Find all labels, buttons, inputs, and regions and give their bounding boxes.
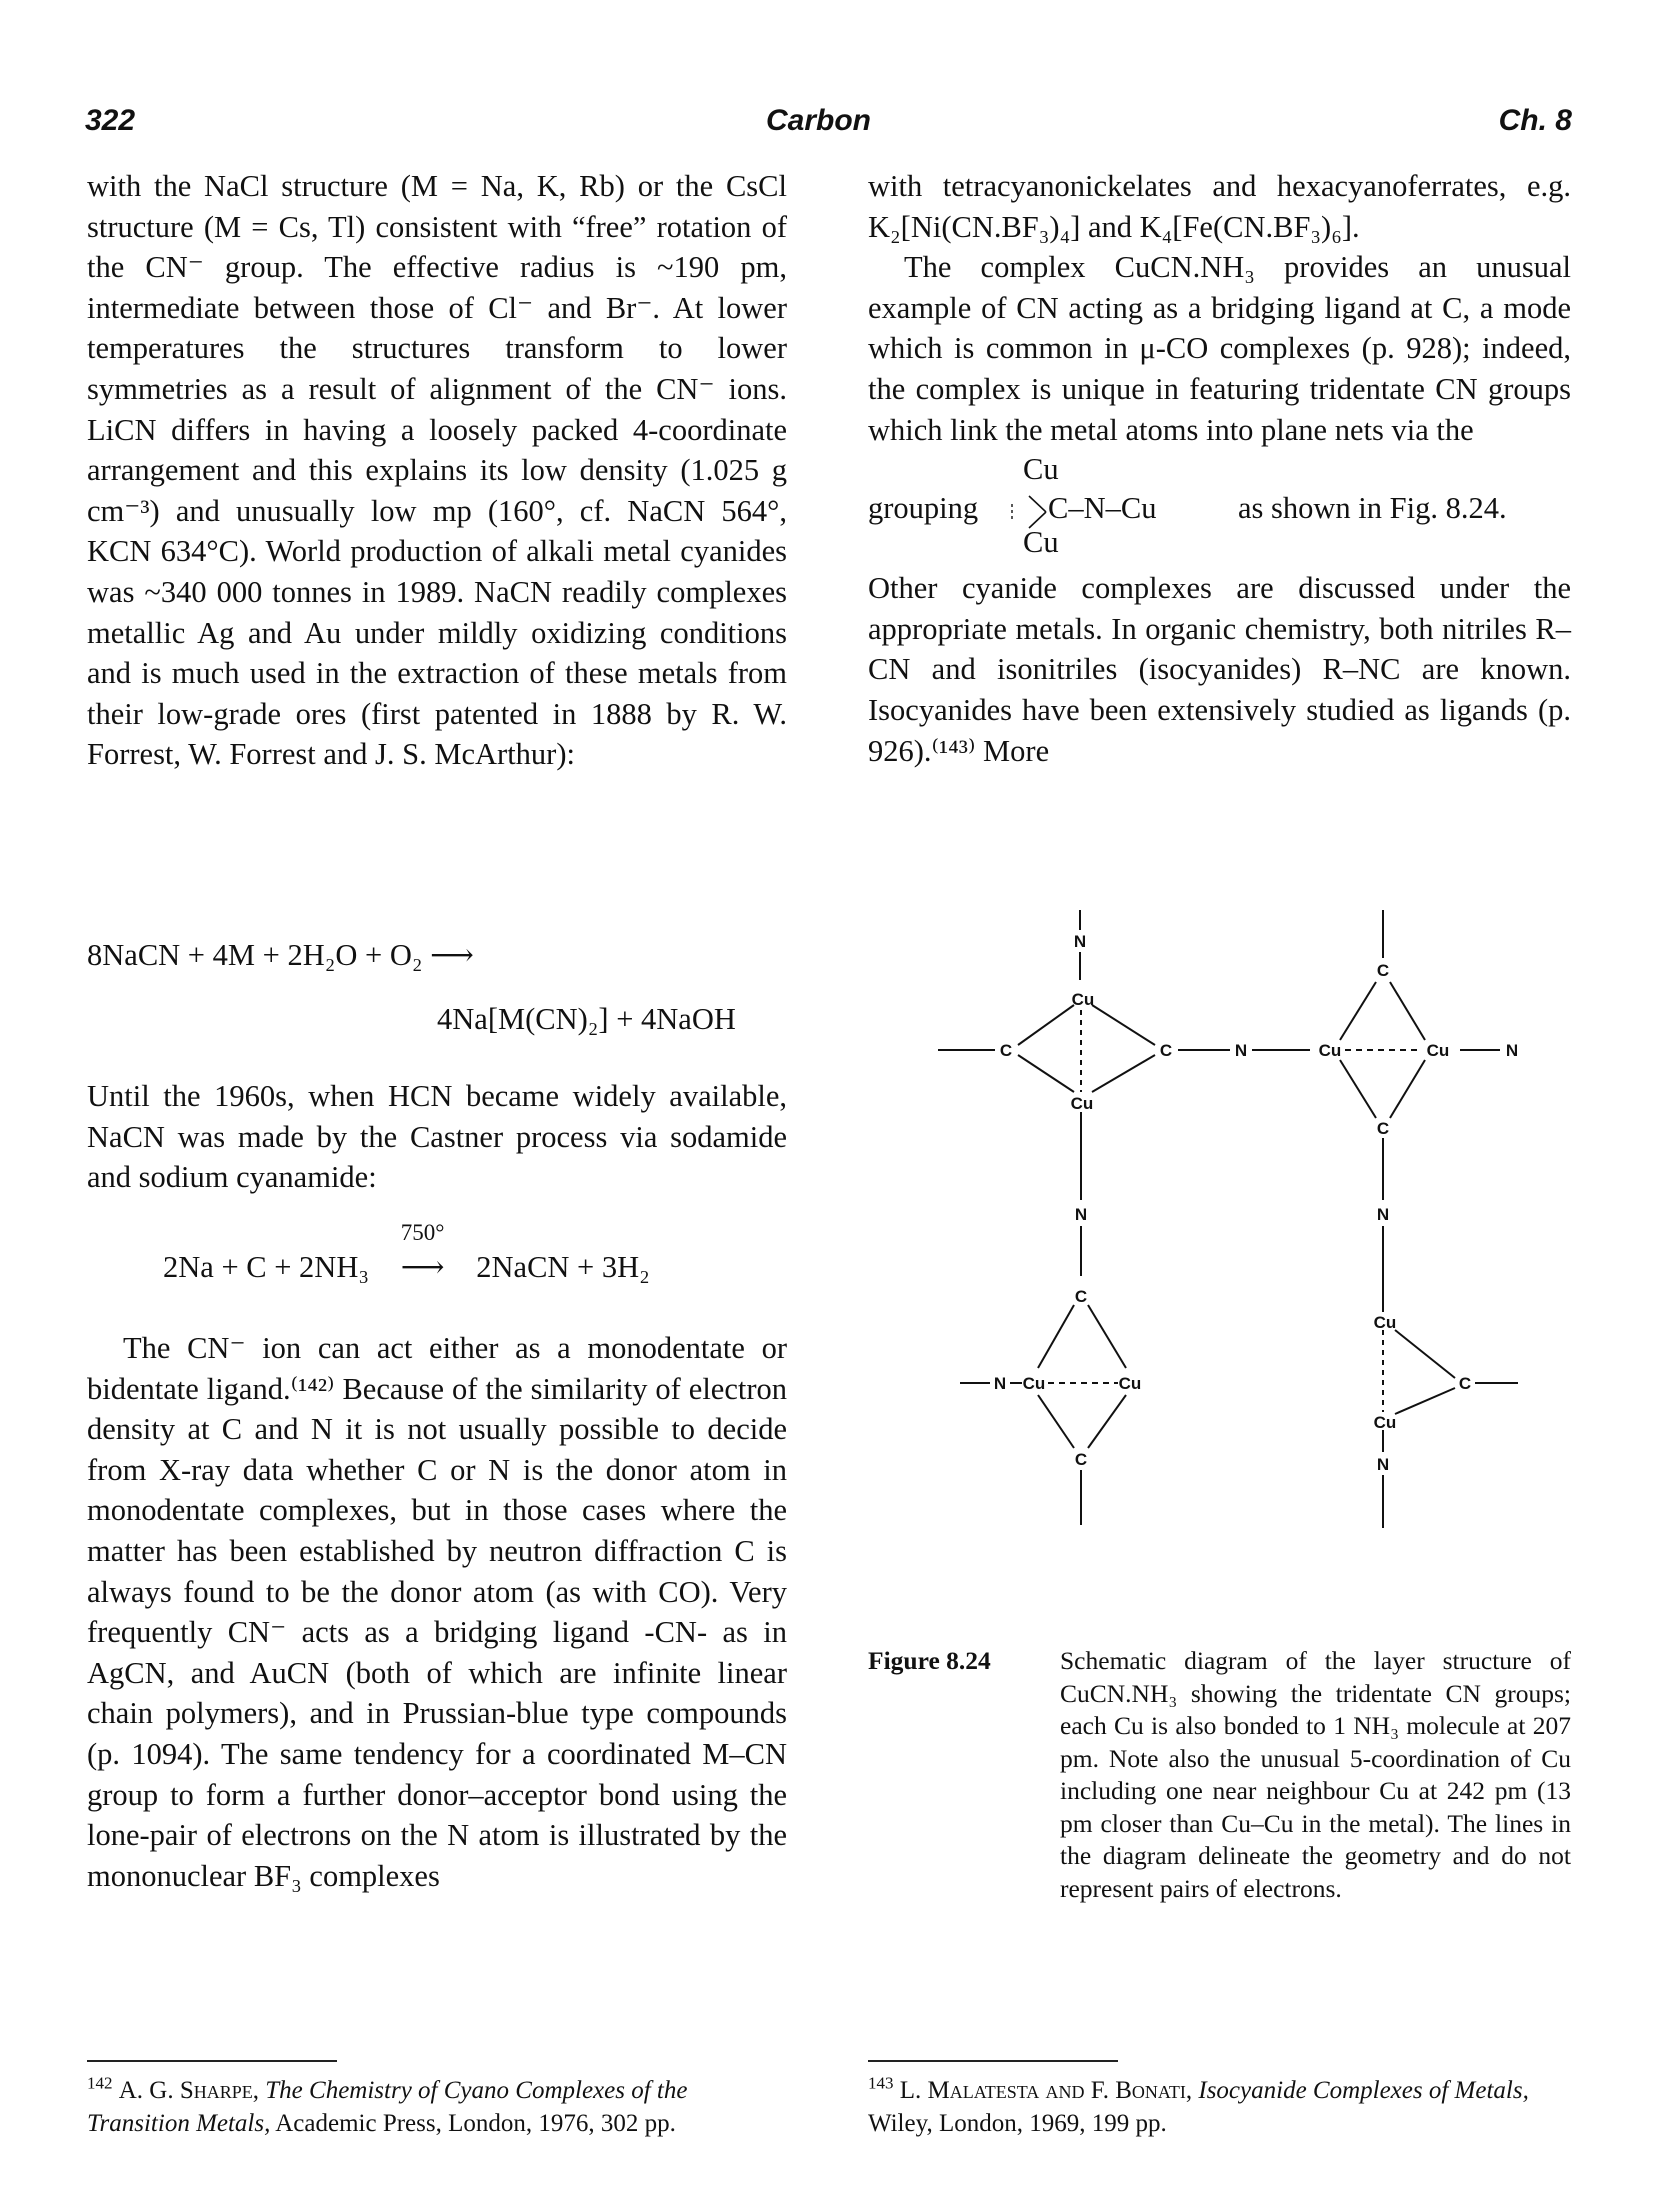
- figure-8-24-diagram: N Cu C C N Cu N C Cu Cu N C N C N Cu Cu …: [938, 910, 1518, 1528]
- right-paragraph-2: The complex CuCN.NH₃ provides an unusual…: [868, 250, 1571, 447]
- footnote-143-number: 143: [868, 2073, 894, 2093]
- equation-2: 2Na + C + 2NH₃ 750° ⟶ 2NaCN + 3H₂: [163, 1220, 650, 1285]
- grouping-cu-top: Cu: [1023, 452, 1059, 487]
- grouping-word: grouping: [868, 491, 979, 526]
- atom-cu-2: Cu: [1071, 1094, 1094, 1113]
- footnote-rule-left: [87, 2060, 337, 2062]
- right-paragraph-3: Other cyanide complexes are discussed un…: [868, 571, 1571, 768]
- arrow-icon: ⟶: [400, 1250, 445, 1284]
- footnote-142: 142 A. G. Sharpe, The Chemistry of Cyano…: [87, 2074, 787, 2140]
- left-paragraph-3: The CN⁻ ion can act either as a monodent…: [87, 1331, 787, 1893]
- figure-label: Figure 8.24: [868, 1646, 991, 1675]
- left-paragraph-3-block: The CN⁻ ion can act either as a monodent…: [87, 1328, 787, 1896]
- footnote-142-authors: A. G. Sharpe,: [118, 2077, 260, 2104]
- atom-n-2: N: [1235, 1041, 1247, 1060]
- atom-n-7: N: [1377, 1455, 1389, 1474]
- grouping-chain: C–N–Cu: [1048, 491, 1157, 526]
- equation-1-line-1: 8NaCN + 4M + 2H₂O + O₂ ⟶: [87, 938, 474, 972]
- atom-cu-7: Cu: [1374, 1313, 1397, 1332]
- footnote-143: 143 L. Malatesta and F. Bonati, Isocyani…: [868, 2074, 1571, 2140]
- page-number: 322: [85, 104, 136, 137]
- figure-caption-text: Schematic diagram of the layer structure…: [1060, 1646, 1571, 1903]
- atom-c-1: C: [1000, 1041, 1012, 1060]
- footnote-142-number: 142: [87, 2073, 113, 2093]
- equation-2-condition: 750°: [400, 1220, 445, 1245]
- footnote-142-publisher: Academic Press, London, 1976, 302 pp.: [275, 2110, 676, 2137]
- atom-n-4: N: [1506, 1041, 1518, 1060]
- atom-c-5: C: [1075, 1287, 1087, 1306]
- left-column: with the NaCl structure (M = Na, K, Rb) …: [87, 166, 787, 775]
- right-column: with tetracyanonickelates and hexacyanof…: [868, 166, 1571, 771]
- left-paragraph-2-block: Until the 1960s, when HCN became widely …: [87, 1076, 787, 1198]
- footnote-142-title: The Chemistry of Cyano Complexes of the …: [87, 2077, 688, 2137]
- grouping-cu-bottom: Cu: [1023, 525, 1059, 560]
- atom-cu-4: Cu: [1427, 1041, 1450, 1060]
- atom-n-5: N: [1377, 1205, 1389, 1224]
- atom-cu-3: Cu: [1319, 1041, 1342, 1060]
- atom-c-7: C: [1459, 1374, 1471, 1393]
- footnote-143-title: Isocyanide Complexes of Metals,: [1198, 2077, 1529, 2104]
- right-paragraph-1: with tetracyanonickelates and hexacyanof…: [868, 169, 1571, 244]
- atom-cu-8: Cu: [1374, 1413, 1397, 1432]
- grouping-line: grouping Cu Cu C–N–Cu as shown in Fig. 8…: [868, 450, 1571, 568]
- equation-2-left: 2Na + C + 2NH₃: [163, 1250, 369, 1284]
- grouping-rest: as shown in Fig. 8.24.: [1238, 491, 1507, 526]
- atom-cu-5: Cu: [1023, 1374, 1046, 1393]
- running-title: Carbon: [766, 104, 871, 137]
- equation-2-arrow: 750° ⟶: [377, 1220, 469, 1285]
- atom-cu-6: Cu: [1119, 1374, 1142, 1393]
- atom-n-1: N: [1074, 932, 1086, 951]
- atom-n-6: N: [994, 1374, 1006, 1393]
- footnote-rule-right: [868, 2060, 1118, 2062]
- atom-cu-1: Cu: [1072, 990, 1095, 1009]
- atom-c-6: C: [1075, 1450, 1087, 1469]
- equation-2-right: 2NaCN + 3H₂: [476, 1250, 650, 1284]
- equation-1-line-2: 4Na[M(CN)₂] + 4NaOH: [437, 1002, 736, 1036]
- atom-c-3: C: [1377, 961, 1389, 980]
- footnote-143-publisher: Wiley, London, 1969, 199 pp.: [868, 2110, 1167, 2137]
- atom-c-2: C: [1160, 1041, 1172, 1060]
- chapter-label: Ch. 8: [1498, 104, 1572, 137]
- footnote-143-authors: L. Malatesta and F. Bonati,: [899, 2077, 1193, 2104]
- atom-c-4: C: [1377, 1119, 1389, 1138]
- figure-caption: Figure 8.24 Schematic diagram of the lay…: [868, 1645, 1571, 1905]
- grouping-bond-lines: [1011, 495, 1047, 529]
- left-paragraph-2: Until the 1960s, when HCN became widely …: [87, 1079, 787, 1195]
- atom-n-3: N: [1075, 1205, 1087, 1224]
- left-paragraph-1: with the NaCl structure (M = Na, K, Rb) …: [87, 169, 787, 772]
